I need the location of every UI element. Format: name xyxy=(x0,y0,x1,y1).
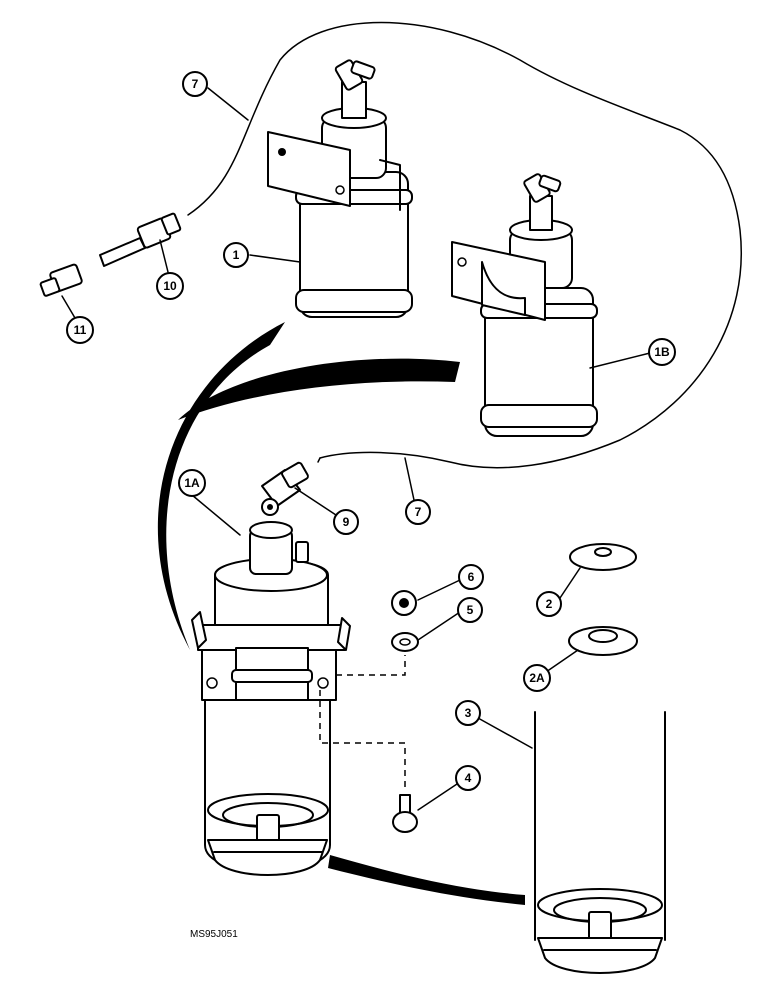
callout-7-mid: 7 xyxy=(405,499,431,525)
guide-line xyxy=(319,690,406,790)
svg-text:1B: 1B xyxy=(654,345,670,359)
callout-7-top: 7 xyxy=(182,71,208,97)
bowl-3 xyxy=(534,711,666,974)
callout-11: 11 xyxy=(66,316,94,344)
assembly-arrow xyxy=(157,322,460,650)
gasket-2a xyxy=(568,626,638,656)
callout-1: 1 xyxy=(223,242,249,268)
callout-2: 2 xyxy=(536,591,562,617)
tube-7-end xyxy=(317,457,321,463)
filter-1b xyxy=(451,173,598,437)
svg-text:9: 9 xyxy=(343,515,350,529)
callout-2a: 2A xyxy=(523,664,551,692)
callout-6: 6 xyxy=(458,564,484,590)
svg-text:2: 2 xyxy=(546,597,553,611)
screw-4 xyxy=(392,794,418,833)
gasket-2 xyxy=(569,543,637,571)
guide-line xyxy=(336,655,406,676)
filter-1 xyxy=(267,59,413,318)
washer-5 xyxy=(391,632,419,652)
callout-1b: 1B xyxy=(648,338,676,366)
svg-text:7: 7 xyxy=(192,77,199,91)
tube-7-loop xyxy=(187,21,742,469)
callout-1a: 1A xyxy=(178,469,206,497)
nut-6 xyxy=(391,590,417,616)
svg-text:2A: 2A xyxy=(529,671,545,685)
svg-text:10: 10 xyxy=(163,279,177,293)
callout-9: 9 xyxy=(333,509,359,535)
fitting-10 xyxy=(99,212,182,267)
callout-5: 5 xyxy=(457,597,483,623)
leader-lines xyxy=(61,87,651,811)
callout-10: 10 xyxy=(156,272,184,300)
filter-assembly-1a xyxy=(191,521,351,876)
elbow-fitting-9 xyxy=(261,461,309,516)
svg-text:3: 3 xyxy=(465,706,472,720)
callout-4: 4 xyxy=(455,765,481,791)
fitting-11 xyxy=(39,263,83,297)
callout-3: 3 xyxy=(455,700,481,726)
svg-text:7: 7 xyxy=(415,505,422,519)
assembly-arrow-bottom xyxy=(328,855,525,905)
svg-text:11: 11 xyxy=(74,323,87,337)
svg-text:6: 6 xyxy=(468,570,475,584)
svg-text:1A: 1A xyxy=(184,476,200,490)
figure-code: MS95J051 xyxy=(190,929,238,940)
svg-text:5: 5 xyxy=(467,603,474,617)
svg-text:1: 1 xyxy=(233,248,240,262)
svg-text:4: 4 xyxy=(465,771,472,785)
